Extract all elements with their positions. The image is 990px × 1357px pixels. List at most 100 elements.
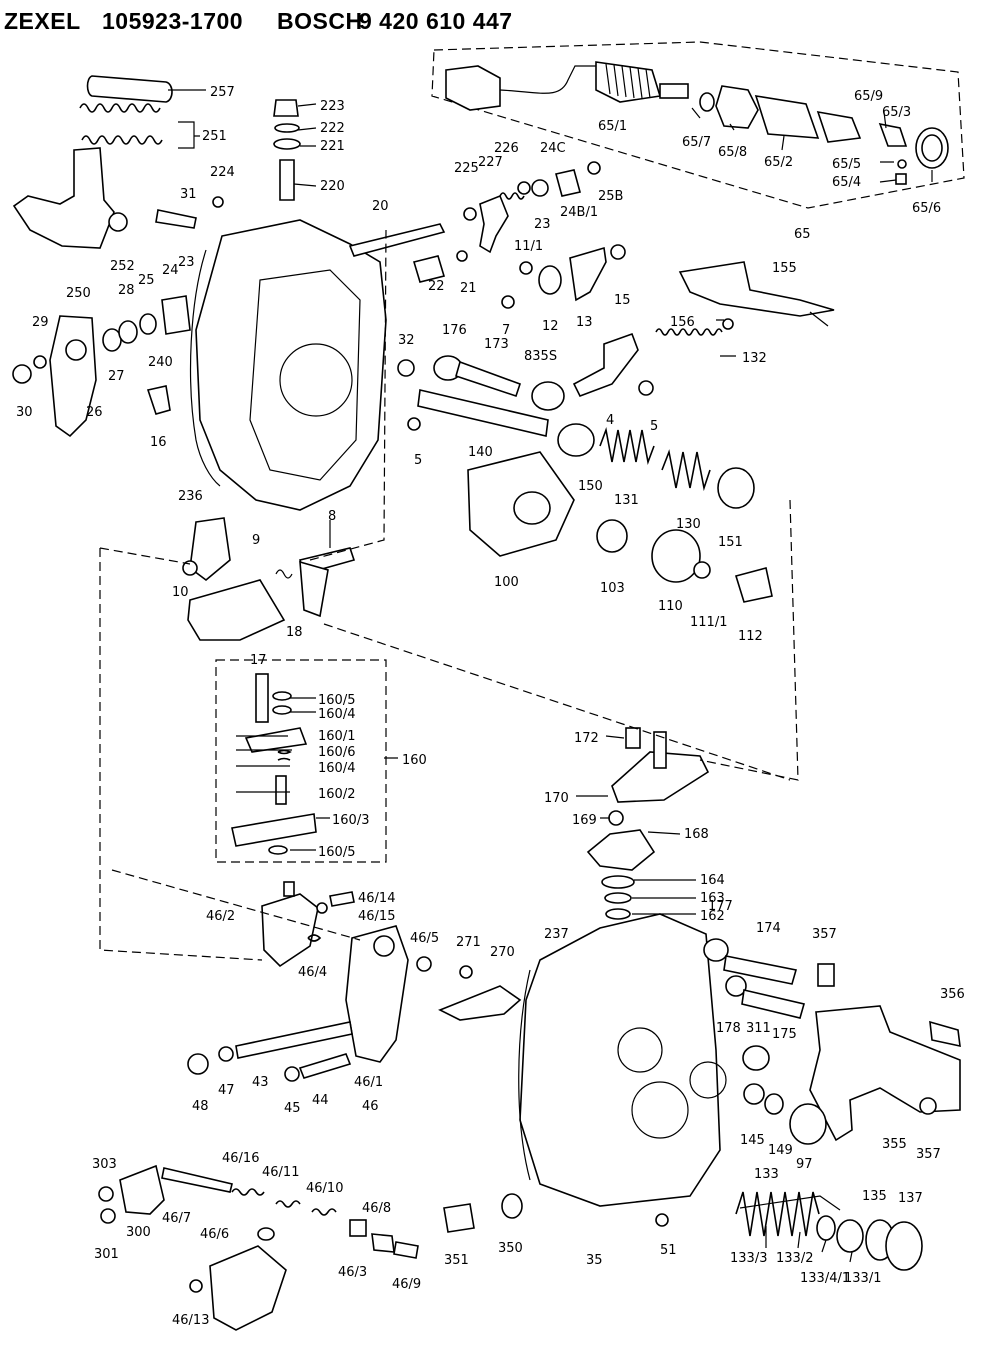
sleeve-177 <box>703 938 729 962</box>
label-135: 135 <box>862 1189 887 1204</box>
label-65-7: 65/7 <box>682 135 711 150</box>
label-31: 31 <box>180 187 197 202</box>
leader-133-group <box>739 1195 853 1263</box>
bottom-left-group <box>98 1164 419 1331</box>
label-9: 9 <box>252 533 260 548</box>
spring-251-lower <box>81 135 163 145</box>
label-46-3: 46/3 <box>338 1265 367 1280</box>
label-133-2: 133/2 <box>776 1251 813 1266</box>
sleeve-103 <box>596 519 628 553</box>
guide-line-left-diagonal <box>323 623 791 781</box>
seal-ring-inner <box>921 134 943 162</box>
brand-zexel: ZEXEL <box>4 8 81 34</box>
label-151: 151 <box>718 535 743 550</box>
lever-250 <box>12 147 115 249</box>
label-46-5: 46/5 <box>410 931 439 946</box>
screw-46-9 <box>393 1241 419 1259</box>
label-46-14: 46/14 <box>358 891 395 906</box>
label-26: 26 <box>86 405 103 420</box>
leader-160-parts <box>236 697 398 851</box>
label-65-9: 65/9 <box>854 89 883 104</box>
shaft-140 <box>417 389 549 437</box>
label-103: 103 <box>600 581 625 596</box>
label-45: 45 <box>284 1101 301 1116</box>
nut-15 <box>610 244 626 260</box>
shaft-20 <box>348 223 446 257</box>
washer-46-15 <box>316 902 328 914</box>
label-160-1: 160/1 <box>318 729 355 744</box>
plate-24 <box>161 295 191 335</box>
bracket-22 <box>412 255 446 283</box>
screw-31 <box>155 209 197 229</box>
ring-133-1 <box>836 1219 864 1253</box>
label-24: 24 <box>162 263 179 278</box>
label-11-1: 11/1 <box>514 239 543 254</box>
spring-46-4 <box>307 934 322 942</box>
screw-224 <box>212 196 224 208</box>
label-110: 110 <box>658 599 683 614</box>
housing-port-main <box>631 1081 689 1139</box>
spring-18 <box>275 569 293 579</box>
cap-137 <box>885 1221 923 1271</box>
guide-line-top-left <box>99 547 191 565</box>
governor-housing-group <box>189 99 446 511</box>
label-5-left: 5 <box>414 453 422 468</box>
label-357-top: 357 <box>812 927 837 942</box>
nut-303 <box>98 1186 114 1202</box>
adjust-screw-223 <box>273 99 299 117</box>
part-labels: 257 251 250 252 224 31 223 222 221 220 2… <box>16 85 965 1328</box>
label-270: 270 <box>490 945 515 960</box>
label-221: 221 <box>320 139 345 154</box>
label-51: 51 <box>660 1243 677 1258</box>
label-311: 311 <box>746 1021 771 1036</box>
ring-162 <box>605 908 631 920</box>
label-18: 18 <box>286 625 303 640</box>
label-12: 12 <box>542 319 559 334</box>
spring-131 <box>599 427 655 465</box>
label-15: 15 <box>614 293 631 308</box>
plug-311 <box>742 1045 770 1071</box>
lever-assembly-46-group <box>187 881 432 1082</box>
label-351: 351 <box>444 1253 469 1268</box>
plate-24c <box>555 169 581 197</box>
block-46-8 <box>349 1219 367 1237</box>
label-46-7: 46/7 <box>162 1211 191 1226</box>
label-46-4: 46/4 <box>298 965 327 980</box>
solenoid-coil <box>605 63 651 99</box>
label-140: 140 <box>468 445 493 460</box>
sleeve-178 <box>725 975 747 997</box>
label-257: 257 <box>210 85 235 100</box>
bolt-175 <box>741 989 806 1019</box>
assembly-65-boundary <box>431 41 965 209</box>
label-357-bottom: 357 <box>916 1147 941 1162</box>
assembly-160-boundary <box>215 659 387 863</box>
housing-port-upper <box>617 1027 663 1073</box>
label-133-4-1: 133/4/1 <box>800 1271 850 1286</box>
label-174: 174 <box>756 921 781 936</box>
label-303: 303 <box>92 1157 117 1172</box>
brand-bosch: BOSCH <box>277 8 363 34</box>
top-left-parts <box>12 75 224 438</box>
label-24b1: 24B/1 <box>560 205 598 220</box>
bracket-170 <box>611 751 710 803</box>
assembly-65-group <box>431 41 965 209</box>
spring-251-upper <box>79 103 161 113</box>
body-65-2 <box>754 95 820 139</box>
label-164: 164 <box>700 873 725 888</box>
nut-301 <box>100 1208 116 1224</box>
label-46-1: 46/1 <box>354 1075 383 1090</box>
label-356: 356 <box>940 987 965 1002</box>
label-163: 163 <box>700 891 725 906</box>
fitting-65-3 <box>816 110 862 143</box>
label-223: 223 <box>320 99 345 114</box>
label-350: 350 <box>498 1241 523 1256</box>
label-170: 170 <box>544 791 569 806</box>
connector-wire <box>499 65 596 94</box>
screw-21 <box>456 250 468 262</box>
nut-25b <box>587 161 601 175</box>
label-13: 13 <box>576 315 593 330</box>
housing-bore <box>279 343 353 417</box>
pin-160-2 <box>275 775 287 805</box>
nut-30 <box>12 364 32 384</box>
